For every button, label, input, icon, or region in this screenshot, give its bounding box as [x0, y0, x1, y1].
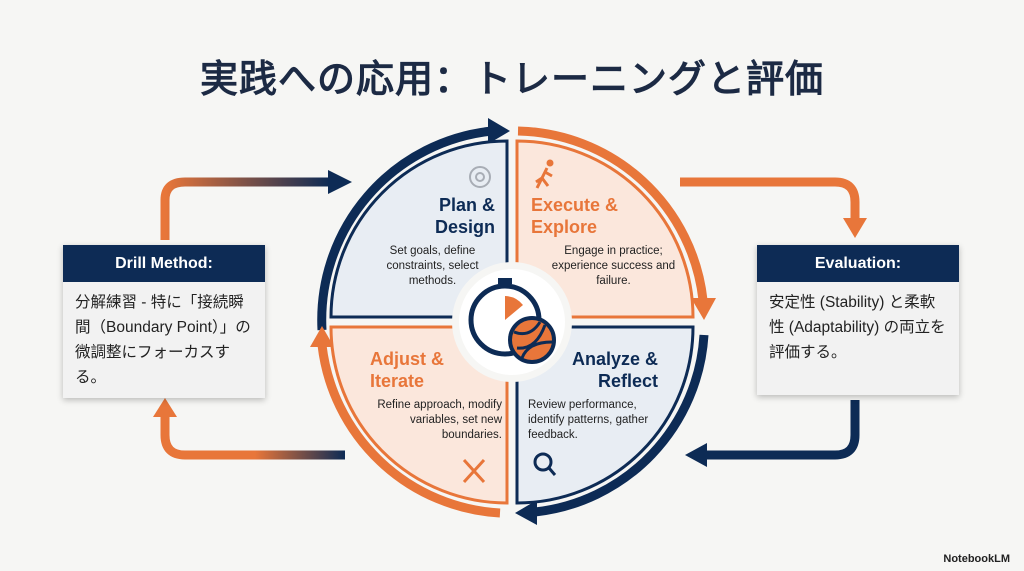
arc-arrow-icon	[691, 298, 716, 320]
stopwatch-volleyball-icon	[468, 278, 556, 364]
arc-analyze	[534, 334, 709, 517]
connector-left-top	[160, 177, 330, 240]
cycle-title-execute: Execute & Explore	[531, 195, 619, 237]
notebooklm-logo: NotebookLM	[943, 553, 1010, 565]
cycle-title-plan: Plan & Design	[434, 195, 495, 237]
quadrant-analyze	[515, 325, 695, 505]
evaluation-header: Evaluation:	[757, 245, 959, 282]
arrow-right-icon	[328, 170, 352, 194]
arc-adjust	[317, 344, 501, 518]
connector-right-top	[680, 177, 860, 220]
arc-arrow-icon	[488, 118, 510, 144]
quadrant-execute	[515, 139, 695, 319]
page-title: 実践への応用：トレーニングと評価	[199, 56, 824, 101]
drill-method-header: Drill Method:	[63, 245, 265, 282]
cycle-step-plan: Plan & Design Set goals, define constrai…	[350, 194, 495, 289]
cycle-step-analyze: Analyze & Reflect Review performance, id…	[528, 348, 668, 443]
arc-execute	[517, 126, 708, 301]
cycle-desc-analyze: Review performance, identify patterns, g…	[528, 399, 649, 441]
cycle-desc-adjust: Refine approach, modify variables, set n…	[377, 399, 502, 441]
arrow-left-icon	[685, 443, 707, 467]
quadrant-adjust	[329, 325, 509, 505]
cycle-step-execute: Execute & Explore Engage in practice; ex…	[531, 194, 676, 289]
quadrant-plan	[329, 139, 509, 319]
magnifier-icon	[533, 452, 557, 476]
cycle-step-adjust: Adjust & Iterate Refine approach, modify…	[370, 348, 502, 443]
gear-icon	[469, 166, 491, 188]
arrow-down-icon	[843, 218, 867, 238]
tools-icon	[462, 458, 486, 484]
arc-arrow-icon	[310, 326, 334, 347]
arrow-up-icon	[153, 398, 177, 417]
drill-method-card: Drill Method: 分解練習 - 特に「接続瞬間（Boundary Po…	[63, 245, 265, 398]
connector-right-bottom	[705, 400, 860, 460]
runner-icon	[535, 159, 554, 189]
cycle-desc-execute: Engage in practice; experience success a…	[551, 245, 676, 287]
cycle-title-analyze: Analyze & Reflect	[571, 349, 658, 391]
arc-arrow-icon	[515, 500, 537, 525]
cycle-title-adjust: Adjust & Iterate	[370, 349, 444, 391]
cycle-desc-plan: Set goals, define constraints, select me…	[386, 245, 479, 287]
drill-method-body: 分解練習 - 特に「接続瞬間（Boundary Point）」の微調整にフォーカ…	[75, 294, 251, 386]
connector-left-bottom	[160, 415, 345, 460]
evaluation-card: Evaluation: 安定性 (Stability) と柔軟性 (Adapta…	[757, 245, 959, 395]
evaluation-body: 安定性 (Stability) と柔軟性 (Adaptability) の両立を…	[769, 294, 946, 361]
arc-plan	[317, 126, 493, 331]
